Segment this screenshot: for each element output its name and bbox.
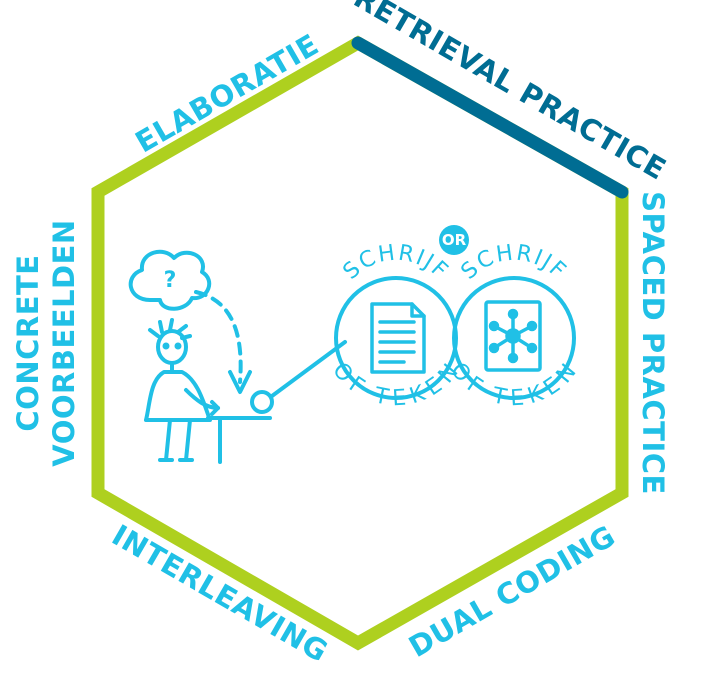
circle-left-bottom-text: OF TEKEN (327, 358, 465, 411)
thought-arrow (194, 290, 243, 384)
thought-arrow-head (228, 370, 252, 394)
or-badge (439, 225, 469, 255)
label-retrieval-practice: RETRIEVAL PRACTICE (348, 0, 672, 187)
label-concrete-voorbeelden: CONCRETE VOORBEELDEN (11, 219, 81, 466)
label-concrete: CONCRETE (11, 254, 45, 431)
label-dual-coding: DUAL CODING (403, 519, 621, 665)
document-icon (370, 302, 426, 374)
label-voorbeelden: VOORBEELDEN (47, 219, 81, 466)
student-figure-icon (144, 318, 272, 464)
hexagon-highlight-side (351, 36, 629, 199)
label-spaced-practice: SPACED PRACTICE (636, 191, 670, 495)
draw-circle-right (452, 276, 576, 400)
label-elaboratie: ELABORATIE (130, 27, 325, 159)
thought-cloud-icon (128, 249, 212, 311)
question-mark: ? (164, 268, 177, 293)
mind-map-icon (484, 300, 542, 372)
or-badge-label: OR (442, 231, 467, 249)
thought-ball (250, 390, 274, 414)
connector-line (270, 340, 347, 398)
circle-right-bottom-text: OF TEKEN (445, 358, 583, 411)
label-interleaving: INTERLEAVING (106, 518, 333, 669)
